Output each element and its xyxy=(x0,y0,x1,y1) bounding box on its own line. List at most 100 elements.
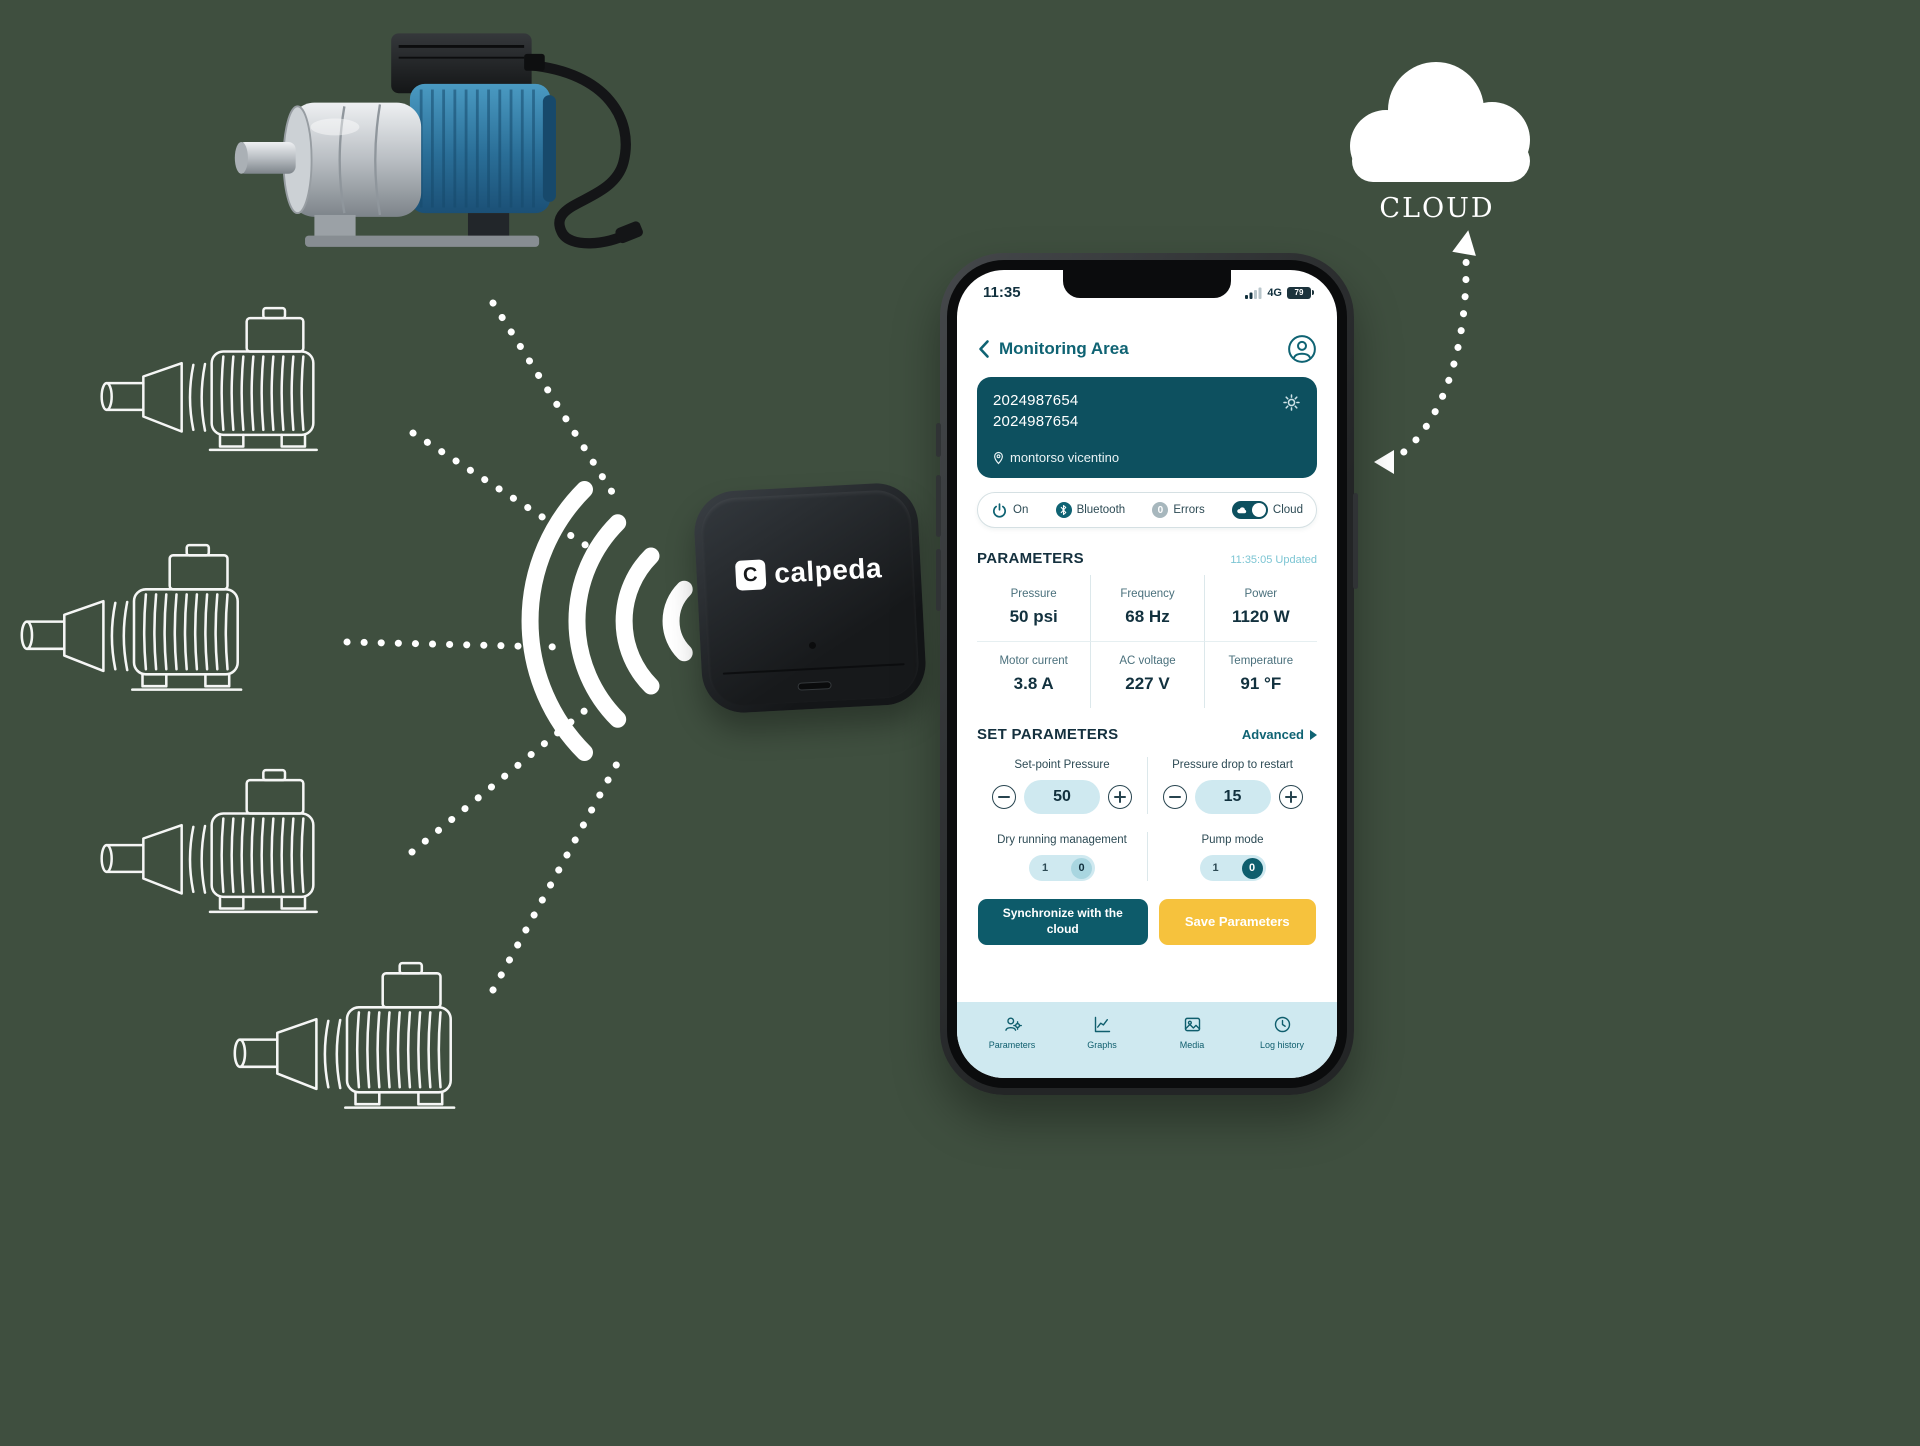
dry-running-toggle[interactable]: 1 0 xyxy=(1029,855,1095,882)
dotted-line-pump-1 xyxy=(409,429,594,552)
battery-icon: 79 xyxy=(1287,286,1314,299)
phone-power-button xyxy=(1353,493,1358,589)
status-bluetooth: Bluetooth xyxy=(1055,502,1126,519)
status-on: On xyxy=(991,502,1028,519)
toggles-row: Dry running management 1 0 Pump mode 1 0 xyxy=(977,832,1317,882)
parameters-updated: 11:35:05 Updated xyxy=(1230,554,1317,567)
errors-count-badge: 0 xyxy=(1152,502,1169,519)
gear-icon[interactable] xyxy=(1280,391,1303,414)
media-icon xyxy=(1184,1017,1200,1032)
status-time: 11:35 xyxy=(983,284,1021,301)
parameters-header: PARAMETERS 11:35:05 Updated xyxy=(977,550,1317,567)
arrow-to-phone-icon xyxy=(1374,450,1394,474)
set-parameters-header: SET PARAMETERS Advanced xyxy=(977,726,1317,743)
nav-parameters[interactable]: Parameters xyxy=(977,1014,1047,1050)
cloud-icon xyxy=(1350,62,1530,182)
synchronize-button[interactable]: Synchronize with the cloud xyxy=(978,899,1148,945)
cloud-toggle[interactable] xyxy=(1231,501,1268,520)
phone-screen: 11:35 4G 79 xyxy=(957,270,1337,1078)
stepper-value: 50 xyxy=(1024,780,1100,815)
dotted-line-phone-cloud xyxy=(1386,254,1470,466)
calpeda-logo-icon: C xyxy=(734,559,767,591)
gateway-led-icon xyxy=(808,641,817,650)
graphs-icon xyxy=(1094,1016,1110,1033)
signal-bars-icon xyxy=(1245,287,1262,299)
device-id-1: 2024987654 xyxy=(993,392,1079,409)
parameters-title: PARAMETERS xyxy=(977,550,1084,568)
on-label: On xyxy=(1013,504,1029,517)
gateway-seam xyxy=(722,663,905,675)
network-type: 4G xyxy=(1267,286,1282,299)
gateway-logo: C calpeda xyxy=(703,551,914,594)
status-pill: On Bluetooth 0 Errors xyxy=(977,492,1317,529)
pump-outline-1 xyxy=(95,303,345,470)
plus-button[interactable] xyxy=(1278,785,1303,810)
param-motor-current: Motor current 3.8 A xyxy=(977,641,1091,708)
page-title: Monitoring Area xyxy=(999,339,1129,358)
device-card: 2024987654 2024987654 mont xyxy=(977,377,1317,479)
bluetooth-icon xyxy=(1055,502,1072,519)
toggle-dry-running: Dry running management 1 0 xyxy=(977,832,1147,882)
app-header: Monitoring Area xyxy=(977,333,1317,365)
toggle-knob xyxy=(1251,503,1266,518)
bottom-nav: Parameters Graphs Media xyxy=(957,1002,1337,1078)
phone-mute-switch xyxy=(936,423,941,457)
action-buttons: Synchronize with the cloud Save Paramete… xyxy=(977,899,1317,945)
param-ac-voltage: AC voltage 227 V xyxy=(1090,641,1204,709)
param-power: Power 1120 W xyxy=(1203,575,1317,642)
status-errors: 0 Errors xyxy=(1152,502,1205,519)
nav-media[interactable]: Media xyxy=(1157,1014,1227,1050)
advanced-arrow-icon xyxy=(1310,729,1317,740)
advanced-label: Advanced xyxy=(1241,727,1304,743)
steppers-row: Set-point Pressure 50 Pressure drop to r… xyxy=(977,757,1317,815)
device-location: montorso vicentino xyxy=(1010,450,1120,466)
pump-outline-4 xyxy=(228,958,483,1128)
gateway-usb-port xyxy=(797,680,832,691)
location-pin-icon xyxy=(994,451,1003,465)
arrow-to-cloud-icon xyxy=(1452,230,1476,256)
status-cloud: Cloud xyxy=(1231,501,1303,520)
parameters-grid: Pressure 50 psi Frequency 68 Hz Power 11… xyxy=(977,575,1317,709)
minus-button[interactable] xyxy=(992,785,1016,810)
pump-photo xyxy=(234,33,643,249)
smartphone: 11:35 4G 79 xyxy=(936,253,1358,1095)
nav-graphs[interactable]: Graphs xyxy=(1067,1014,1137,1050)
phone-bezel: 11:35 4G 79 xyxy=(947,260,1347,1088)
dotted-line-pump-2 xyxy=(343,638,561,651)
minus-button[interactable] xyxy=(1162,785,1187,810)
cloud-label-small: Cloud xyxy=(1272,504,1303,517)
gateway-device: C calpeda xyxy=(692,481,928,715)
phone-volume-down-button xyxy=(936,549,941,611)
set-parameters-title: SET PARAMETERS xyxy=(977,726,1119,744)
save-parameters-button[interactable]: Save Parameters xyxy=(1158,899,1316,945)
param-temperature: Temperature 91 °F xyxy=(1203,641,1317,709)
dotted-line-pump-photo xyxy=(489,299,616,496)
advanced-link[interactable]: Advanced xyxy=(1242,727,1317,742)
power-icon xyxy=(993,503,1006,518)
log-history-icon xyxy=(1274,1016,1290,1033)
back-chevron-icon[interactable] xyxy=(977,339,990,359)
gateway-face: C calpeda xyxy=(699,488,921,708)
wifi-signal-icon xyxy=(521,481,693,761)
device-id-2: 2024987654 xyxy=(993,412,1079,430)
stepper-pressure-drop: Pressure drop to restart 15 xyxy=(1147,757,1317,815)
errors-label: Errors xyxy=(1173,504,1205,517)
nav-log-history[interactable]: Log history xyxy=(1247,1014,1317,1050)
cloud-label: CLOUD xyxy=(1379,193,1495,224)
phone-notch xyxy=(1063,270,1231,298)
plus-button[interactable] xyxy=(1108,785,1132,810)
parameters-icon xyxy=(1004,1017,1022,1031)
profile-icon[interactable] xyxy=(1287,334,1317,364)
gateway-brand: calpeda xyxy=(773,552,883,589)
status-bar: 11:35 4G 79 xyxy=(957,270,1337,301)
bluetooth-label: Bluetooth xyxy=(1076,504,1126,517)
pump-outline-3 xyxy=(95,765,345,932)
param-pressure: Pressure 50 psi xyxy=(1009,588,1058,627)
toggle-pump-mode: Pump mode 1 0 xyxy=(1147,832,1317,882)
pump-mode-toggle[interactable]: 1 0 xyxy=(1199,855,1266,882)
pump-outline-2 xyxy=(15,540,270,710)
dotted-line-pump-4 xyxy=(489,756,623,994)
dotted-line-pump-3 xyxy=(408,704,592,856)
param-frequency: Frequency 68 Hz xyxy=(1090,575,1203,642)
